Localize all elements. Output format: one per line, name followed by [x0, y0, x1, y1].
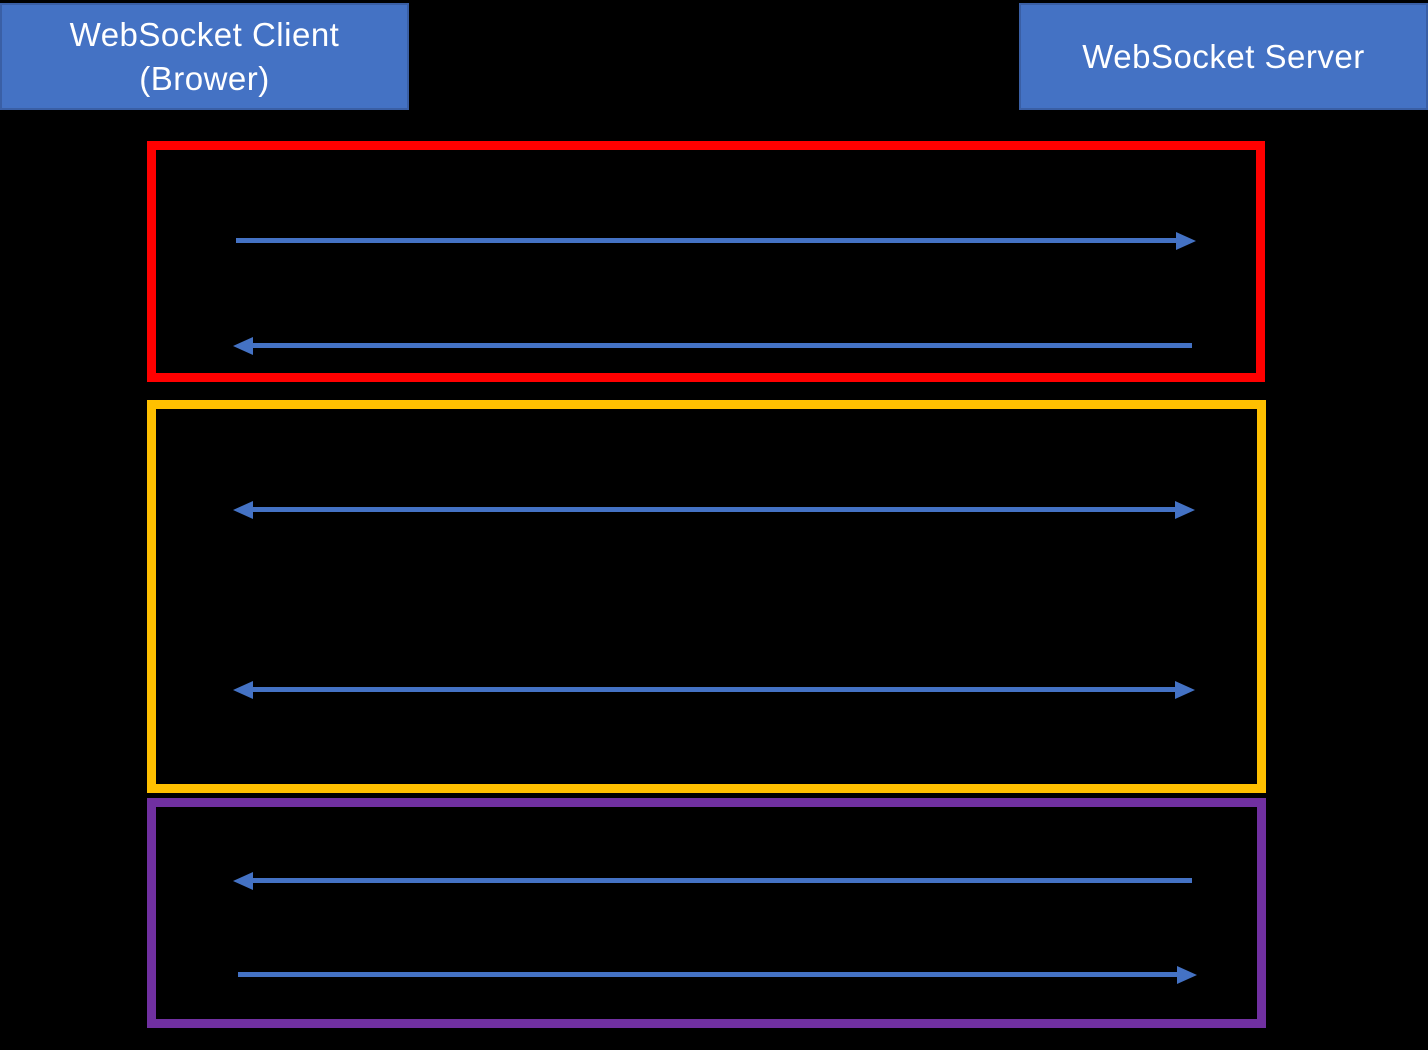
- arrow-4-bidirectional-arrowhead-left: [233, 681, 253, 699]
- data-transfer-phase-outline-yellow: [147, 400, 1266, 793]
- client-actor-subtitle: (Brower): [139, 59, 270, 97]
- arrow-3-bidirectional: [233, 501, 1195, 519]
- arrow-6-client-to-server-arrowhead-right: [1177, 966, 1197, 984]
- arrow-3-bidirectional-shaft: [249, 507, 1179, 512]
- arrow-6-client-to-server-shaft: [238, 972, 1181, 977]
- arrow-2-server-to-client-arrowhead-left: [233, 337, 253, 355]
- arrow-2-server-to-client: [233, 337, 1192, 355]
- server-actor-box: WebSocket Server: [1019, 3, 1428, 110]
- arrow-5-server-to-client-arrowhead-left: [233, 872, 253, 890]
- client-actor-title: WebSocket Client: [69, 15, 340, 53]
- arrow-4-bidirectional: [233, 681, 1195, 699]
- arrow-3-bidirectional-arrowhead-right: [1175, 501, 1195, 519]
- arrow-3-bidirectional-arrowhead-left: [233, 501, 253, 519]
- arrow-1-client-to-server-shaft: [236, 238, 1180, 243]
- arrow-1-client-to-server: [236, 232, 1196, 250]
- handshake-phase-outline-red: [147, 141, 1265, 382]
- closing-phase-outline-purple: [147, 798, 1266, 1028]
- arrow-4-bidirectional-shaft: [249, 687, 1179, 692]
- arrow-6-client-to-server: [238, 966, 1197, 984]
- server-actor-title: WebSocket Server: [1082, 37, 1365, 75]
- arrow-1-client-to-server-arrowhead-right: [1176, 232, 1196, 250]
- arrow-5-server-to-client: [233, 872, 1192, 890]
- arrow-4-bidirectional-arrowhead-right: [1175, 681, 1195, 699]
- arrow-5-server-to-client-shaft: [249, 878, 1192, 883]
- arrow-2-server-to-client-shaft: [249, 343, 1192, 348]
- client-actor-box: WebSocket Client (Brower): [0, 3, 409, 110]
